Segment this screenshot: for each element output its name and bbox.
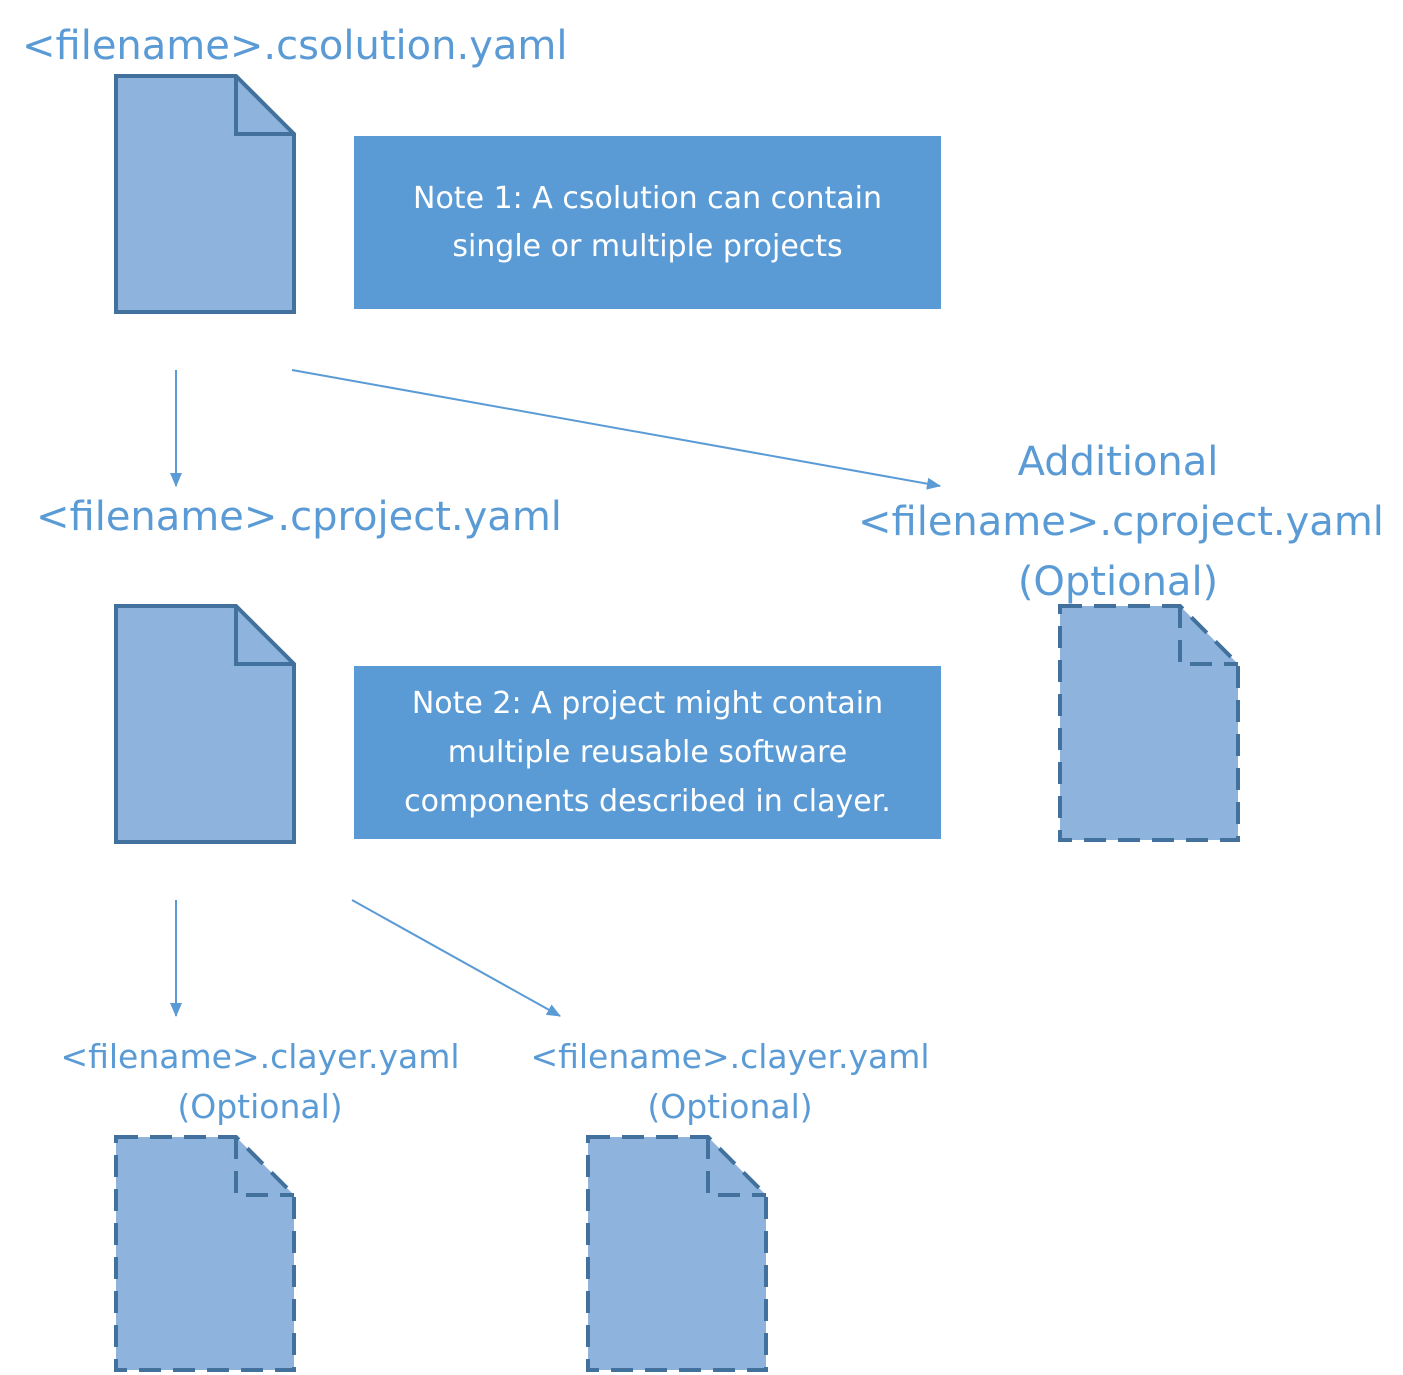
clayer-1-document-icon [114, 1135, 296, 1372]
note-1-box: Note 1: A csolution can contain single o… [354, 136, 941, 309]
clayer-2-document-icon [586, 1135, 768, 1372]
additional-cproject-document-icon [1058, 604, 1240, 842]
csolution-document-icon [114, 74, 296, 314]
note-2-line-2: multiple reusable software [447, 735, 848, 770]
arrow-csolution-to-additional-cproject [291, 369, 941, 490]
cproject-file-label: <filename>.cproject.yaml [36, 494, 562, 540]
note-2-line-3: components described in clayer. [404, 784, 891, 819]
note-2-box: Note 2: A project might contain multiple… [354, 666, 941, 839]
csolution-file-label: <filename>.csolution.yaml [22, 23, 568, 69]
note-1-line-2: single or multiple projects [452, 228, 843, 264]
note-2-line-1: Note 2: A project might contain [411, 686, 884, 721]
clayer-1-label: <filename>.clayer.yaml (Optional) [60, 1037, 460, 1126]
cproject-document-icon [114, 604, 296, 844]
clayer-2-label: <filename>.clayer.yaml (Optional) [530, 1037, 930, 1126]
note-1-line-1: Note 1: A csolution can contain [413, 180, 882, 216]
additional-cproject-label: Additional <filename>.cproject.yaml (Opt… [858, 439, 1384, 605]
arrow-cproject-to-clayer-2 [351, 899, 561, 1017]
